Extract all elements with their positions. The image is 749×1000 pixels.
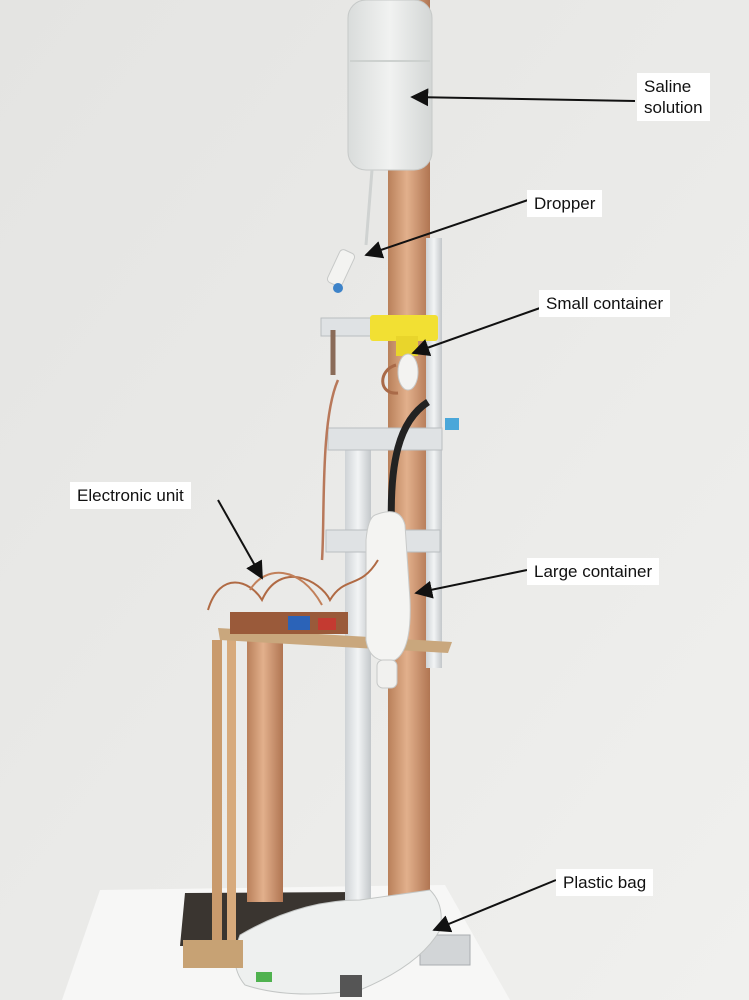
arrow-saline [410,88,636,107]
wire-bundle-2 [249,571,323,606]
wood-block-base [183,940,243,968]
saline-liquid-line [350,60,430,62]
blue-tab [445,418,459,430]
large-container [365,511,411,662]
aluminium-column [426,238,442,668]
wood-upright-left [212,640,222,940]
label-saline-line1: Saline [644,77,692,96]
relay-blue [288,616,310,630]
relay-red [318,618,336,630]
arrow-large-container [414,569,528,599]
small-container [397,353,419,391]
dropper-body [326,249,356,287]
sensor-wire [320,379,340,561]
saline-bottle [347,0,433,171]
label-dropper: Dropper [527,190,603,217]
label-large-container: Large container [527,558,660,585]
aluminium-column-lower [345,440,371,910]
label-saline-solution: Saline solution [637,73,710,121]
crossbar-middle [327,427,443,451]
arrow-electronic-unit [217,499,263,580]
arrow-dropper [364,199,529,259]
bag-connector-dark [340,975,362,997]
plastic-bag [234,889,442,995]
brown-cable-small [381,363,399,395]
dropper-clamp [333,283,343,293]
bag-connector-green [256,972,272,982]
label-electronic-unit: Electronic unit [70,482,191,509]
label-plastic-bag: Plastic bag [556,869,654,896]
label-saline-line2: solution [644,98,703,117]
drip-tube [364,169,374,246]
arrow-small-container [411,307,541,357]
label-small-container: Small container [539,290,671,317]
yellow-clamp [370,315,438,341]
wood-upright-right [227,640,236,940]
large-container-tip [376,659,398,689]
short-copper-pole [247,640,283,902]
arrow-plastic-bag [432,879,557,933]
